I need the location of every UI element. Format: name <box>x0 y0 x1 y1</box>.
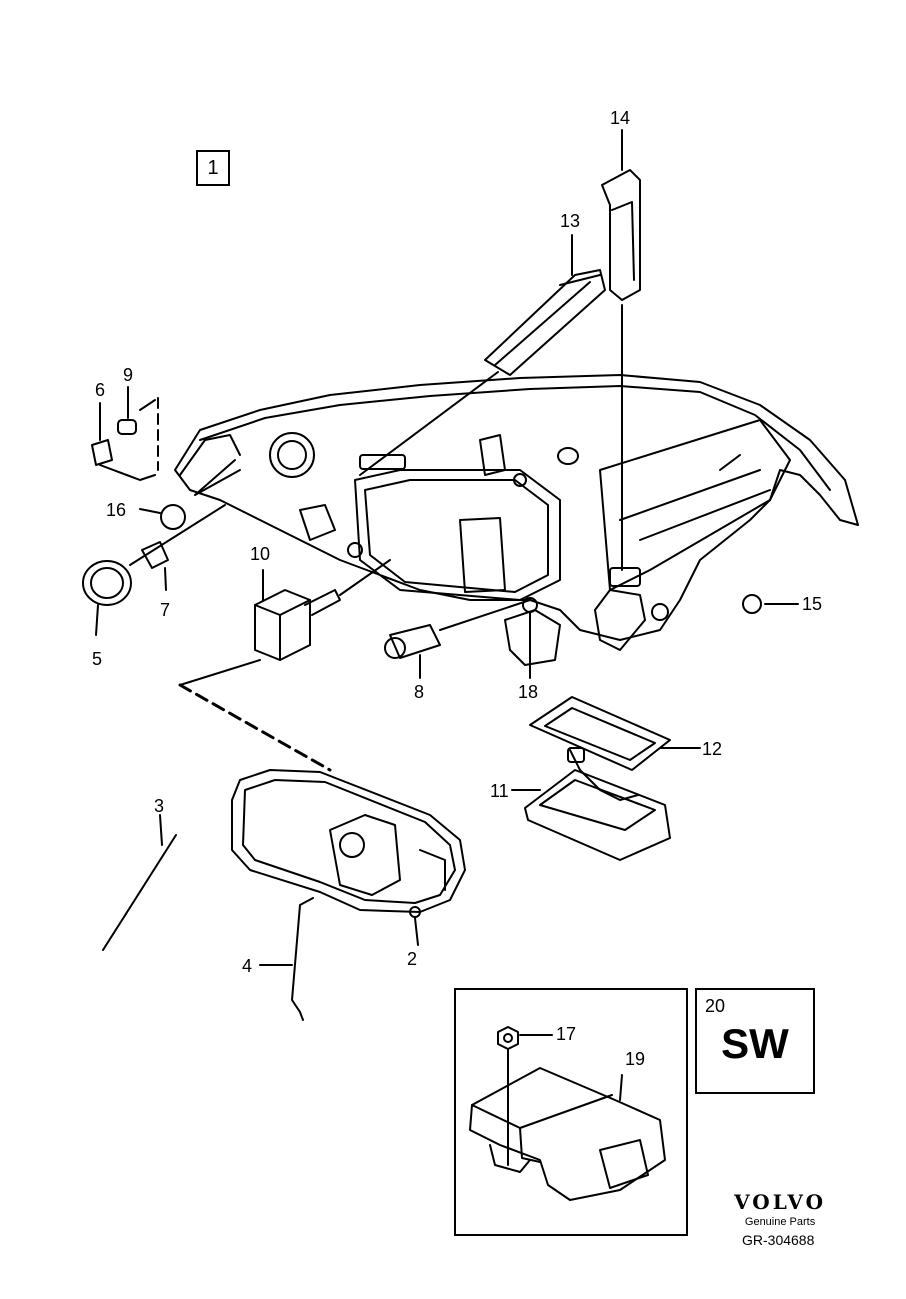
volvo-logo: VOLVO <box>734 1190 826 1214</box>
part-3 <box>102 834 177 951</box>
callout-10: 10 <box>250 544 270 564</box>
callout-9: 9 <box>123 365 133 385</box>
callout-18: 18 <box>518 682 538 702</box>
part-9 <box>117 419 137 435</box>
headlamp-housing <box>174 374 859 641</box>
part-14 <box>601 169 641 301</box>
software-box-number: 20 <box>705 996 726 1016</box>
brand-block: VOLVO Genuine Parts <box>734 1190 826 1228</box>
assembly-number-box: 1 <box>196 150 230 186</box>
callout-7: 7 <box>160 600 170 620</box>
part-11 <box>524 769 671 861</box>
part-13 <box>484 269 606 376</box>
part-16 <box>160 504 186 530</box>
software-box: 20 SW <box>695 988 815 1094</box>
part-6 <box>91 439 113 466</box>
callout-12: 12 <box>702 739 722 759</box>
callout-6: 6 <box>95 380 105 400</box>
part-7 <box>141 541 169 569</box>
part-2-cover <box>231 769 466 913</box>
part-17 <box>497 1026 519 1050</box>
part-19 <box>469 1067 666 1201</box>
part-8 <box>389 624 441 659</box>
part-10 <box>254 589 311 661</box>
callout-15: 15 <box>802 594 822 614</box>
reference-number: GR-304688 <box>742 1232 815 1248</box>
callout-2: 2 <box>407 949 417 969</box>
part-5 <box>82 560 132 606</box>
callout-16: 16 <box>106 500 126 520</box>
brand-subtitle: Genuine Parts <box>744 1216 816 1228</box>
callout-14: 14 <box>610 108 630 128</box>
callout-3: 3 <box>154 796 164 816</box>
callout-8: 8 <box>414 682 424 702</box>
callout-11: 11 <box>490 781 509 801</box>
callout-17: 17 <box>556 1024 576 1044</box>
callout-4: 4 <box>242 956 252 976</box>
callout-5: 5 <box>92 649 102 669</box>
callout-13: 13 <box>560 211 580 231</box>
detail-inset-box <box>454 988 688 1236</box>
part-4 <box>291 897 314 1021</box>
part-12 <box>529 696 671 771</box>
software-box-label: SW <box>721 1020 789 1067</box>
callout-19: 19 <box>625 1049 645 1069</box>
